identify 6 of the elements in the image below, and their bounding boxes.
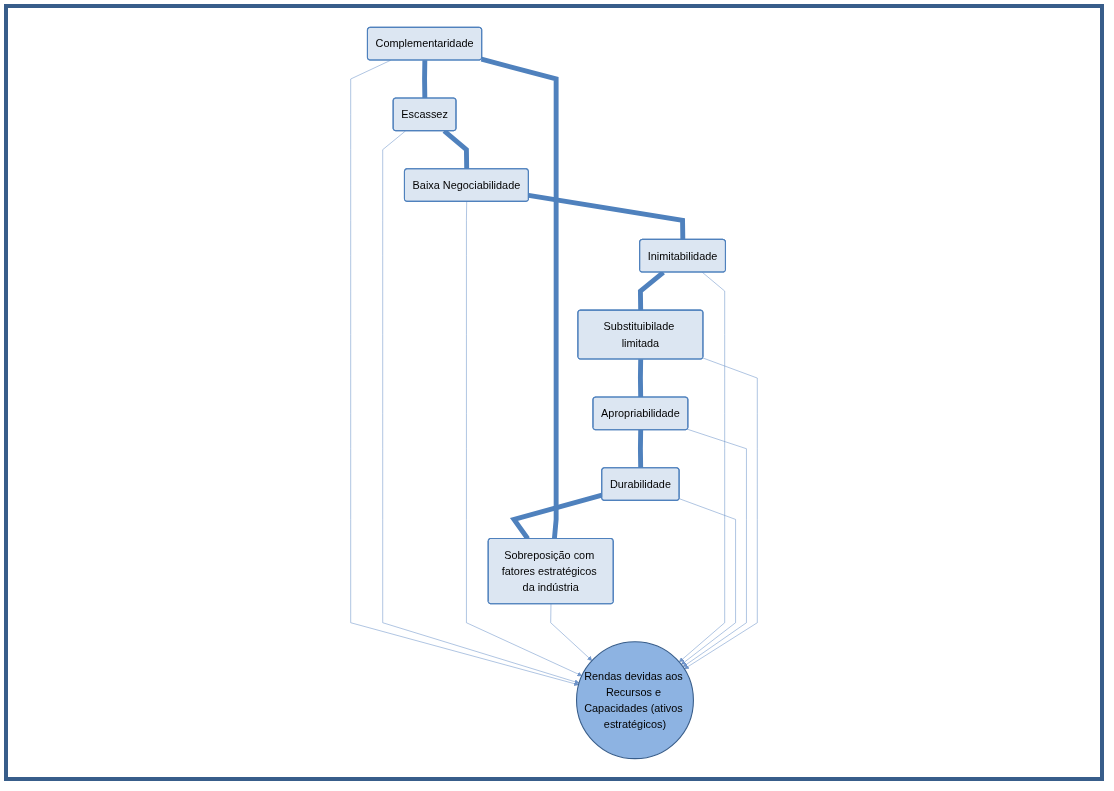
connector xyxy=(637,358,644,397)
connector xyxy=(480,56,559,539)
connector xyxy=(528,192,686,240)
connector xyxy=(422,59,428,98)
node-circle: Rendas devidas aos Recursos e Capacidades (ativos estratégicos) xyxy=(576,640,694,759)
connector xyxy=(637,429,644,468)
